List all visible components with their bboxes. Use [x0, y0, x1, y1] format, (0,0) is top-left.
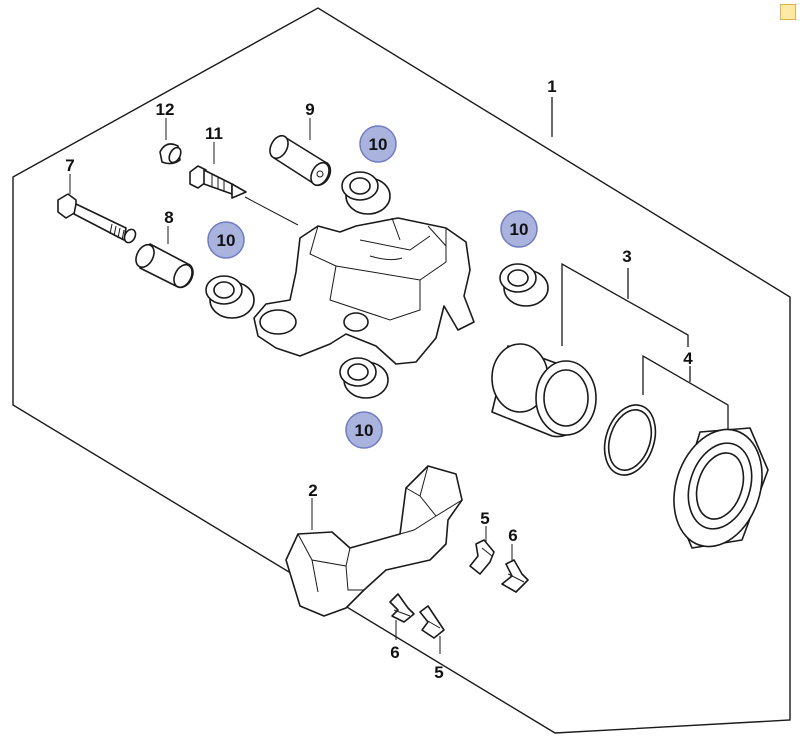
- label-4: 4: [683, 349, 693, 368]
- boot-part-10-c: [499, 263, 549, 307]
- label-5-a: 5: [480, 509, 489, 528]
- boot-part-10-b: [205, 275, 255, 319]
- label-6-a: 6: [508, 526, 517, 545]
- label-6-b: 6: [390, 643, 399, 662]
- badge-10-left-text: 10: [217, 231, 236, 250]
- clip-part-5-a: [469, 539, 495, 575]
- label-3: 3: [622, 247, 631, 266]
- bracket-4: [642, 354, 729, 432]
- piston-part-3: [491, 343, 597, 438]
- badge-10-right-text: 10: [510, 220, 529, 239]
- boot-part-10-d: [339, 357, 389, 399]
- badge-10-right: 10: [500, 210, 538, 248]
- badge-10-left: 10: [207, 221, 245, 259]
- label-11: 11: [205, 124, 223, 143]
- bleeder-part-11: [189, 165, 247, 199]
- seal-part-4: [673, 427, 769, 549]
- bracket-part-2: [285, 465, 463, 617]
- bracket-3: [561, 262, 689, 347]
- pin-part-9: [269, 134, 332, 187]
- assembly-boundary: [12, 7, 791, 734]
- label-8: 8: [164, 208, 173, 227]
- label-2: 2: [308, 481, 317, 500]
- clip-part-5-b: [419, 605, 445, 639]
- clip-part-6-a: [501, 559, 529, 593]
- sleeve-part-8: [135, 243, 194, 289]
- bolt-part-7: [57, 193, 137, 244]
- label-7: 7: [65, 156, 74, 175]
- label-9: 9: [305, 100, 314, 119]
- boot-part-10-a: [341, 171, 391, 215]
- leader-11: [244, 196, 299, 226]
- cap-part-12: [159, 143, 182, 165]
- ring-part-4: [603, 404, 657, 476]
- label-5-b: 5: [434, 663, 443, 682]
- badge-10-top: 10: [359, 125, 397, 163]
- label-12: 12: [156, 100, 175, 119]
- note-icon[interactable]: [780, 4, 796, 20]
- badge-10-top-text: 10: [369, 135, 388, 154]
- clip-part-6-b: [389, 593, 415, 623]
- label-1: 1: [547, 77, 556, 96]
- badge-10-bottom-text: 10: [355, 421, 374, 440]
- caliper-body: [253, 217, 475, 365]
- badge-10-bottom: 10: [345, 411, 383, 449]
